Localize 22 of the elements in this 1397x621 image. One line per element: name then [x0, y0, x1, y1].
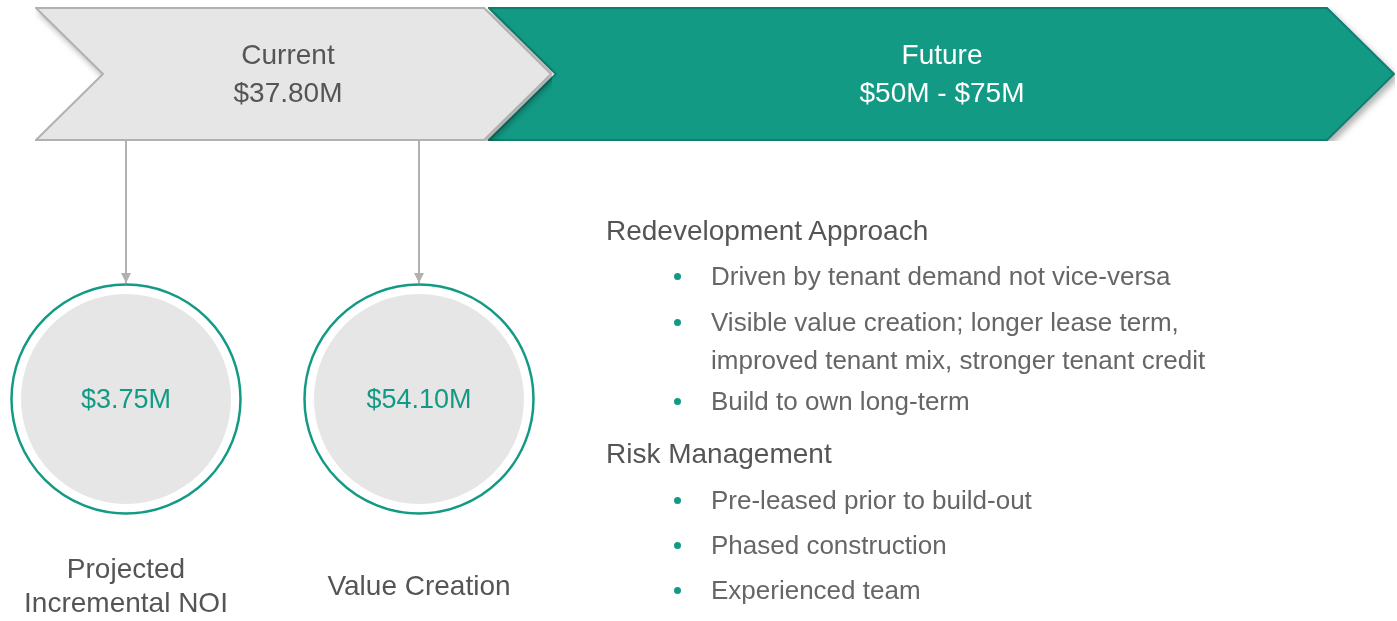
circle-caption: Projected Incremental NOI	[23, 552, 229, 620]
bullet-text: Build to own long-term	[711, 385, 971, 418]
bullet-text: Pre-leased prior to build-out	[711, 484, 1033, 517]
chevron-shape	[35, 7, 552, 141]
value-amount: $54.10M	[366, 382, 472, 416]
chevron-shape	[488, 7, 1395, 141]
stage-value: $50M - $75M	[859, 76, 1025, 110]
value-amount: $3.75M	[80, 382, 172, 416]
section-heading: Redevelopment Approach	[606, 214, 929, 248]
bullet-text: Phased construction	[711, 529, 948, 562]
bullet-text: Driven by tenant demand not vice-versa	[711, 260, 1172, 293]
arrow	[414, 140, 424, 284]
section-heading: Risk Management	[606, 437, 832, 471]
stage-title: Current	[241, 38, 335, 72]
stage-value: $37.80M	[233, 76, 343, 110]
bullet-text: Visible value creation; longer lease term, improved tenant mix, stronger tenant credit	[711, 306, 1207, 377]
value-circle	[10, 283, 242, 515]
stage-title: Future	[901, 38, 983, 72]
arrow	[121, 140, 131, 284]
bullet-text: Experienced team	[711, 574, 922, 607]
value-circle	[303, 283, 535, 515]
circle-caption: Value Creation	[327, 569, 511, 603]
